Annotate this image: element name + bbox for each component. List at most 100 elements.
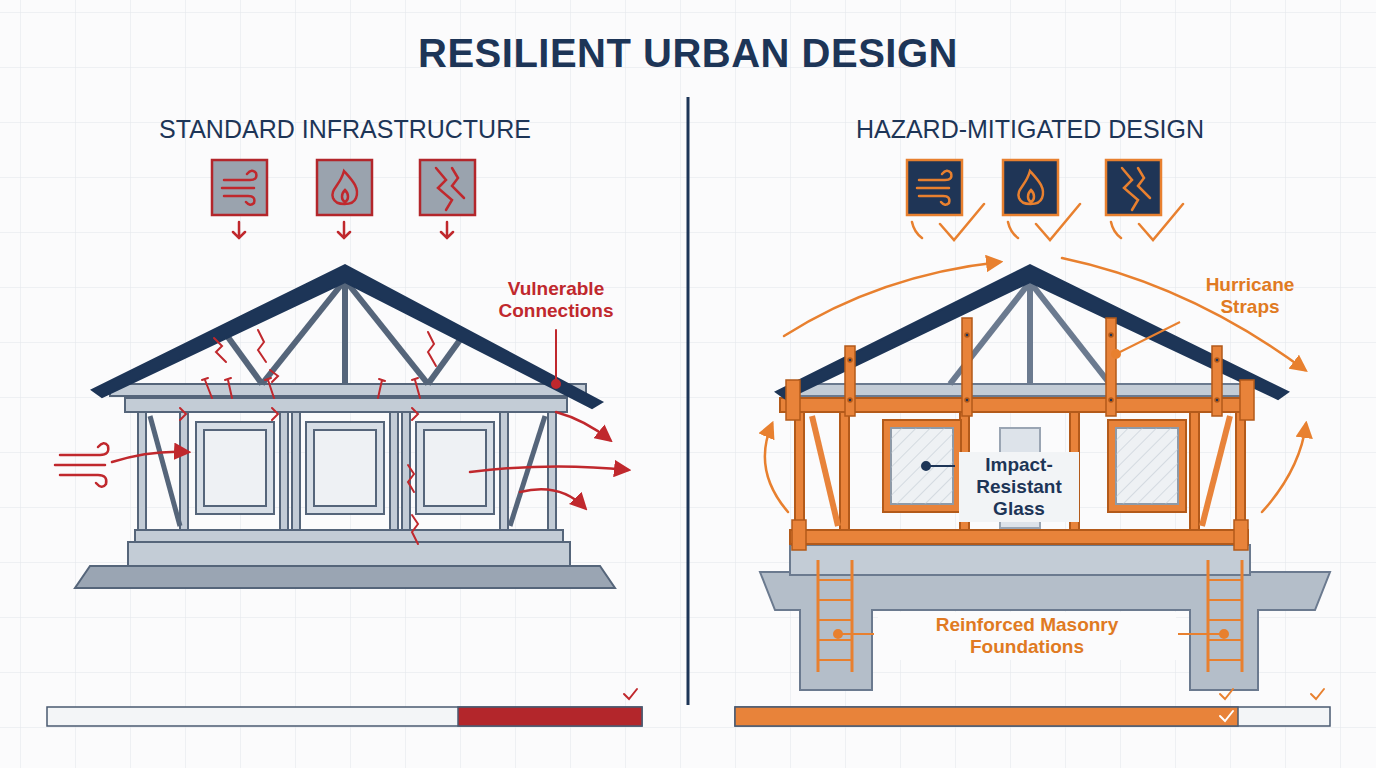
- callout-leaders: [834, 322, 1228, 638]
- hazard-icons-standard: [332, 171, 357, 204]
- hazard-icons-standard: [436, 168, 464, 210]
- damage-marks: [214, 338, 226, 362]
- hurricane-straps: [965, 333, 969, 337]
- standard-house: [196, 422, 274, 514]
- standard-house: [135, 530, 563, 542]
- standard-house: [280, 412, 288, 530]
- foundation-rebar: [851, 560, 854, 672]
- wind-arrows-standard: [520, 489, 585, 508]
- check-marks: [624, 689, 637, 699]
- callout-label: Impact-Resistant Glass: [959, 452, 1079, 522]
- standard-house: [292, 412, 300, 530]
- mitigated-frame: [1236, 412, 1245, 530]
- damage-marks: [202, 378, 420, 398]
- callout-label: Hurricane Straps: [1180, 272, 1320, 320]
- hurricane-straps: [1215, 398, 1219, 402]
- callout-leaders: [1112, 350, 1120, 358]
- rating-bars: [47, 707, 1330, 726]
- callout-label: Vulnerable Connections: [486, 276, 626, 324]
- airflow-arrows: [765, 424, 788, 512]
- hurricane-straps: [965, 398, 969, 402]
- standard-house: [390, 412, 398, 530]
- diagram-title: RESILIENT URBAN DESIGN: [0, 30, 1376, 76]
- standard-house: [138, 412, 146, 530]
- standard-house: [500, 412, 508, 530]
- damage-marks: [270, 370, 278, 382]
- standard-house: [110, 384, 586, 396]
- standard-house: [125, 398, 567, 412]
- hurricane-straps: [848, 398, 852, 402]
- hazard-icons-mitigated: [907, 160, 1183, 240]
- hazard-icons-mitigated: [1018, 171, 1043, 204]
- mitigated-frame: [790, 530, 1248, 544]
- mitigated-frame: [795, 412, 804, 530]
- hazard-icons-standard: [222, 171, 256, 205]
- hurricane-straps: [1109, 333, 1113, 337]
- rating-bars: [47, 707, 642, 726]
- standard-house: [314, 430, 376, 506]
- hurricane-straps: [1109, 398, 1113, 402]
- mitigated-truss: [795, 384, 1245, 396]
- hazard-icons-standard: [212, 160, 267, 215]
- wind-arrows-standard: [112, 452, 188, 462]
- airflow-arrows: [784, 262, 1000, 336]
- foundation-rebar: [1207, 560, 1210, 672]
- standard-house: [342, 278, 348, 384]
- hurricane-straps: [848, 358, 852, 362]
- rating-bars: [458, 707, 642, 726]
- mitigated-truss: [1027, 280, 1033, 384]
- mitigated-frame: [883, 420, 961, 512]
- wind-arrows-standard: [470, 466, 628, 472]
- hazard-icons-mitigated: [1003, 160, 1058, 215]
- callout-leaders: [1178, 633, 1220, 635]
- mitigated-frame: [1116, 428, 1178, 504]
- hurricane-straps: [1234, 520, 1248, 550]
- damage-marks: [258, 330, 266, 362]
- callout-leaders: [930, 465, 955, 467]
- check-marks: [624, 689, 1324, 721]
- leader-line: [555, 330, 557, 379]
- hurricane-straps: [1215, 358, 1219, 362]
- damage-marks: [408, 465, 414, 492]
- panel-heading: STANDARD INFRASTRUCTURE: [95, 113, 595, 146]
- mitigated-frame: [840, 412, 849, 530]
- standard-house: [510, 416, 545, 526]
- callout-leaders: [842, 633, 874, 635]
- hazard-icons-mitigated: [917, 171, 951, 205]
- hurricane-straps: [792, 520, 806, 550]
- foundation-rebar: [818, 580, 1242, 660]
- hurricane-straps: [1212, 346, 1222, 416]
- check-marks: [1220, 711, 1233, 721]
- divider-line: [687, 97, 690, 705]
- mitigated-frame: [780, 398, 1252, 544]
- check-marks: [1311, 689, 1324, 699]
- hazard-icons-standard: [233, 222, 453, 238]
- hazard-icons-mitigated: [912, 222, 1121, 238]
- mitigated-frame: [1202, 416, 1230, 526]
- wind-arrows-standard: [556, 412, 610, 440]
- panel-heading: HAZARD-MITIGATED DESIGN: [780, 113, 1280, 146]
- hurricane-straps: [962, 318, 972, 416]
- damage-marks: [412, 515, 418, 544]
- damage-marks: [180, 330, 560, 544]
- standard-house: [306, 422, 384, 514]
- check-marks: [1220, 689, 1233, 699]
- hazard-icons-mitigated: [1122, 168, 1150, 210]
- hazard-icons-standard: [317, 160, 372, 215]
- hazard-icons-mitigated: [907, 160, 962, 215]
- hazard-icons-standard: [212, 160, 475, 238]
- standard-house: [402, 412, 410, 530]
- hurricane-straps: [1106, 318, 1116, 416]
- hazard-icons-mitigated: [940, 204, 1183, 240]
- mitigated-frame: [1190, 412, 1199, 530]
- mitigated-frame: [1108, 420, 1186, 512]
- airflow-arrows: [1262, 424, 1306, 512]
- hurricane-straps: [1240, 380, 1254, 420]
- hurricane-straps: [786, 318, 1254, 550]
- hurricane-straps: [786, 380, 800, 420]
- callout-leaders: [1220, 630, 1228, 638]
- standard-house: [128, 542, 570, 566]
- standard-house: [424, 430, 486, 506]
- mitigated-house: [760, 545, 1330, 690]
